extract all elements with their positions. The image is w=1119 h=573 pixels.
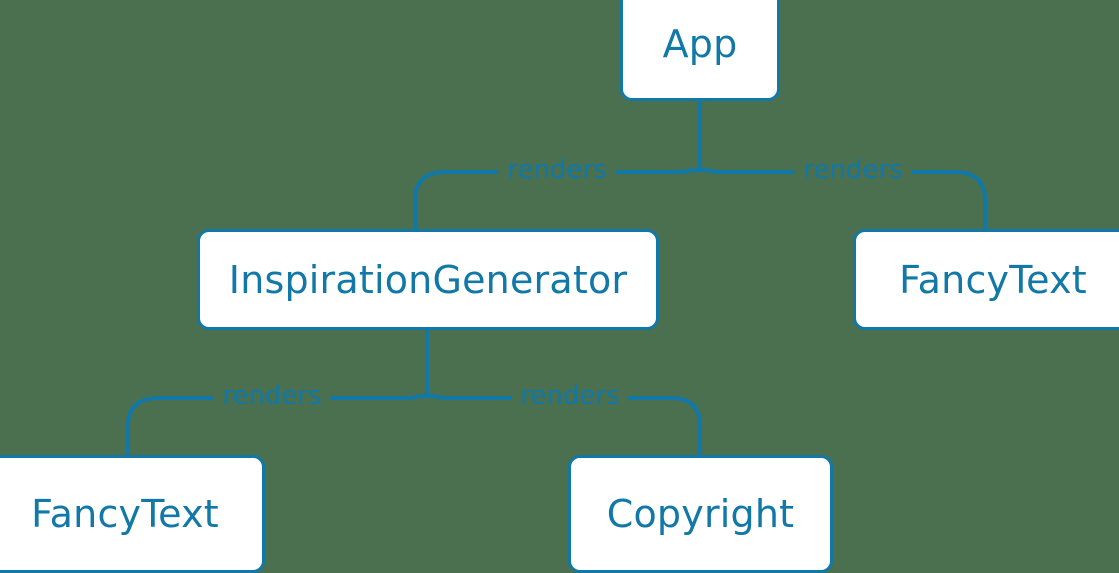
edge-app-to-inspirationgenerator: [413, 168, 702, 231]
edge-inspirationgenerator-to-copyright: [425, 394, 702, 457]
node-fancytext-left[interactable]: FancyText: [0, 455, 265, 573]
edge-app-to-fancytext-right: [698, 168, 987, 231]
node-copyright[interactable]: Copyright: [568, 455, 833, 573]
node-fancytext-left-label: FancyText: [31, 492, 219, 536]
edge-inspirationgenerator-to-fancytext-left: [126, 394, 429, 457]
node-inspiration-generator[interactable]: InspirationGenerator: [197, 229, 659, 330]
node-app-label: App: [662, 21, 738, 66]
node-inspiration-generator-label: InspirationGenerator: [228, 257, 628, 302]
node-fancytext-right-label: FancyText: [899, 257, 1087, 302]
edge-layer: [126, 98, 987, 457]
edge-label-app-to-fancytext-right: renders: [794, 157, 912, 183]
node-fancytext-right[interactable]: FancyText: [853, 229, 1119, 330]
node-app[interactable]: App: [620, 0, 780, 101]
edge-label-inspirationgenerator-to-copyright: renders: [511, 383, 629, 409]
edge-label-inspirationgenerator-to-fancytext-left: renders: [213, 383, 331, 409]
edge-label-app-to-inspirationgenerator: renders: [498, 157, 616, 183]
node-copyright-label: Copyright: [606, 492, 795, 536]
